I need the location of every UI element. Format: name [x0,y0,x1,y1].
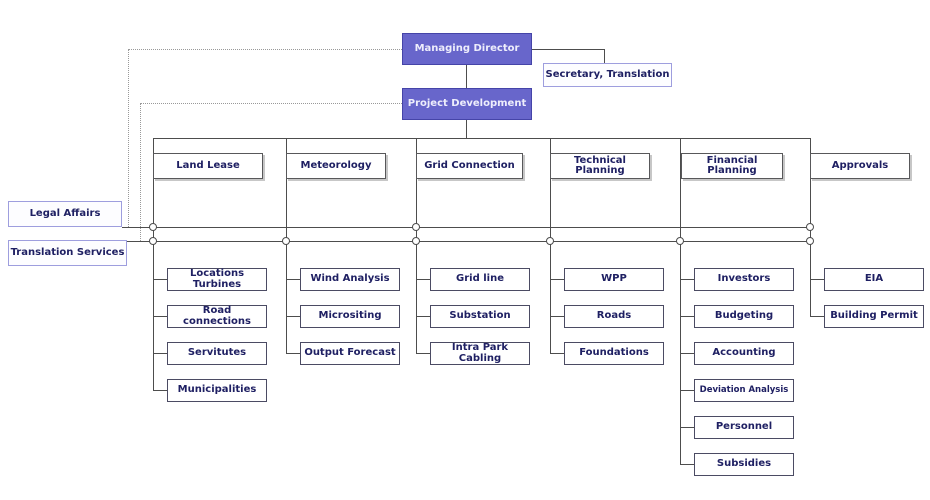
node-tick [153,279,167,280]
node-substation: Substation [430,305,530,328]
node-tick [810,316,824,317]
node-tick [153,390,167,391]
node-tick [550,316,564,317]
node-micrositing: Micrositing [300,305,400,328]
dotted-connector [140,103,402,104]
node-tick [680,353,694,354]
junction-dot [412,237,420,245]
node-personnel: Personnel [694,416,794,439]
dotted-connector [140,103,141,241]
node-locations-turbines: Locations Turbines [167,268,267,291]
column-spine [153,138,154,390]
junction-dot [676,237,684,245]
junction-dot [806,237,814,245]
connector-line [604,49,605,63]
node-servitutes: Servitutes [167,342,267,365]
node-tick [680,279,694,280]
dotted-connector [128,49,402,50]
node-tick [680,316,694,317]
connector-line [466,120,467,138]
node-tick [153,353,167,354]
dept-approvals: Approvals [810,153,910,179]
column-spine [286,138,287,353]
node-road-connections: Road connections [167,305,267,328]
container-top-line [153,138,810,139]
node-tick [153,316,167,317]
node-roads: Roads [564,305,664,328]
node-tick [286,279,300,280]
node-intra-park-cabling: Intra Park Cabling [430,342,530,365]
translation-bus-line [127,241,810,242]
node-grid-line: Grid line [430,268,530,291]
node-tick [680,390,694,391]
node-tick [550,279,564,280]
node-eia: EIA [824,268,924,291]
node-investors: Investors [694,268,794,291]
junction-dot [282,237,290,245]
node-secretary-translation: Secretary, Translation [543,63,672,87]
node-tick [416,353,430,354]
node-accounting: Accounting [694,342,794,365]
node-budgeting: Budgeting [694,305,794,328]
dotted-connector [128,49,129,227]
node-subsidies: Subsidies [694,453,794,476]
dept-financial-planning: Financial Planning [681,153,783,179]
node-building-permit: Building Permit [824,305,924,328]
dept-grid-connection: Grid Connection [416,153,523,179]
node-tick [286,353,300,354]
dept-meteorology: Meteorology [286,153,386,179]
connector-line [532,49,604,50]
node-tick [680,464,694,465]
node-tick [416,279,430,280]
dept-technical-planning: Technical Planning [550,153,650,179]
node-tick [680,427,694,428]
column-spine [416,138,417,353]
node-legal-affairs: Legal Affairs [8,201,122,227]
junction-dot [806,223,814,231]
junction-dot [149,237,157,245]
node-tick [286,316,300,317]
node-project-development: Project Development [402,88,532,120]
node-tick [416,316,430,317]
node-translation-services: Translation Services [8,240,127,266]
dept-land-lease: Land Lease [153,153,263,179]
node-output-forecast: Output Forecast [300,342,400,365]
connector-line [466,65,467,88]
node-foundations: Foundations [564,342,664,365]
node-wpp: WPP [564,268,664,291]
legal-affairs-bus-line [122,227,810,228]
node-tick [550,353,564,354]
junction-dot [149,223,157,231]
node-managing-director: Managing Director [402,33,532,65]
column-spine [550,138,551,353]
junction-dot [546,237,554,245]
node-tick [810,279,824,280]
node-municipalities: Municipalities [167,379,267,402]
column-spine [680,138,681,464]
node-wind-analysis: Wind Analysis [300,268,400,291]
node-deviation-analysis: Deviation Analysis [694,379,794,402]
junction-dot [412,223,420,231]
